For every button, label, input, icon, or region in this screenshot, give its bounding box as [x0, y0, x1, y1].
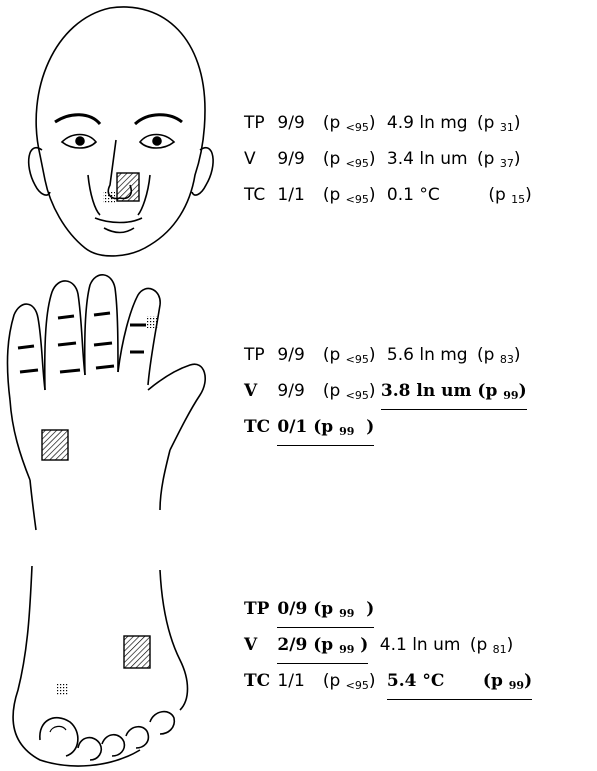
row-measure: 0.1 °C	[387, 182, 479, 208]
foot-dotted-patch	[56, 684, 68, 696]
row-code: TP	[244, 596, 272, 622]
row-code: TP	[244, 110, 272, 136]
face-row-tp: TP 9/9 (p <95) 4.9 ln mg (p 31)	[244, 110, 520, 136]
row-highlighted-measure: 5.4 °C(p 99)	[387, 668, 532, 700]
hand-illustration	[7, 275, 205, 530]
hand-hatched-patch	[42, 430, 68, 460]
row-fraction: 9/9	[277, 378, 317, 404]
row-code: V	[244, 378, 272, 404]
row-code: TP	[244, 342, 272, 368]
row-tail-percentile: (p 31)	[477, 110, 520, 141]
row-measure: 4.9 ln mg	[387, 110, 468, 136]
foot-hatched-patch	[124, 636, 150, 668]
foot-row-tp: TP 0/9 (p 99 )	[244, 596, 374, 622]
row-fraction: 1/1	[277, 668, 317, 694]
row-percentile: (p <95)	[323, 110, 376, 141]
face-row-v: V 9/9 (p <95) 3.4 ln um (p 37)	[244, 146, 520, 172]
hand-row-v: V 9/9 (p <95) 3.8 ln um (p 99)	[244, 378, 527, 404]
row-code: TC	[244, 414, 272, 440]
row-highlighted-fraction: 0/9 (p 99 )	[277, 596, 374, 628]
face-dotted-patch	[103, 191, 115, 203]
row-fraction: 9/9	[277, 146, 317, 172]
row-code: V	[244, 632, 272, 658]
row-fraction: 1/1	[277, 182, 317, 208]
row-tail-percentile: (p 83)	[477, 342, 520, 373]
row-measure: 3.4 ln um	[387, 146, 468, 172]
row-percentile: (p <95)	[323, 378, 376, 409]
hand-row-tp: TP 9/9 (p <95) 5.6 ln mg (p 83)	[244, 342, 520, 368]
row-percentile: (p <95)	[323, 182, 376, 213]
row-highlighted-fraction: 2/9 (p 99 )	[277, 632, 368, 664]
hand-dotted-patch	[146, 316, 158, 328]
row-fraction: 9/9	[277, 110, 317, 136]
row-tail-percentile: (p 81)	[470, 632, 513, 663]
row-code: V	[244, 146, 272, 172]
hand-row-tc: TC 0/1 (p 99 )	[244, 414, 374, 440]
row-tail-percentile: (p 37)	[477, 146, 520, 177]
row-code: TC	[244, 668, 272, 694]
row-percentile: (p <95)	[323, 146, 376, 177]
foot-row-tc: TC 1/1 (p <95) 5.4 °C(p 99)	[244, 668, 532, 694]
row-measure: 4.1 ln um	[380, 632, 461, 658]
row-measure: 5.6 ln mg	[387, 342, 468, 368]
foot-row-v: V 2/9 (p 99 ) 4.1 ln um (p 81)	[244, 632, 513, 658]
row-highlighted-measure: 3.8 ln um (p 99)	[381, 378, 527, 410]
row-percentile: (p <95)	[323, 668, 376, 699]
row-fraction: 9/9	[277, 342, 317, 368]
row-highlighted-fraction: 0/1 (p 99 )	[277, 414, 374, 446]
face-illustration	[29, 7, 213, 256]
row-percentile: (p <95)	[323, 342, 376, 373]
row-code: TC	[244, 182, 272, 208]
foot-illustration	[13, 566, 187, 766]
face-hatched-patch	[117, 173, 139, 201]
row-tail-percentile: (p 15)	[488, 182, 531, 213]
face-row-tc: TC 1/1 (p <95) 0.1 °C (p 15)	[244, 182, 532, 208]
